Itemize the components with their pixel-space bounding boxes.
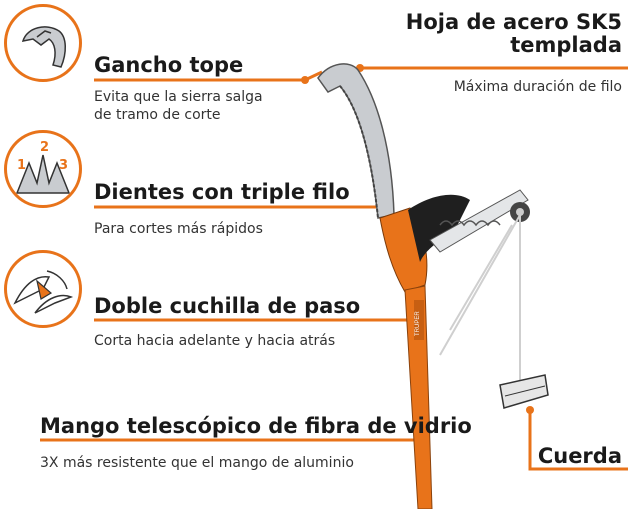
tooth-number-3: 3: [59, 158, 68, 173]
triple-teeth-icon: 1 2 3: [15, 140, 71, 194]
gancho-desc: Evita que la sierra salga de tramo de co…: [94, 89, 263, 124]
mango-desc: 3X más resistente que el mango de alumin…: [40, 455, 354, 471]
gancho-desc-line2: de tramo de corte: [94, 106, 221, 123]
tooth-number-1: 1: [17, 158, 26, 173]
tooth-number-2: 2: [40, 140, 49, 155]
gancho-title: Gancho tope: [94, 53, 244, 77]
double-blade-icon: [13, 270, 74, 314]
dientes-title: Dientes con triple filo: [94, 180, 350, 204]
hoja-title-line2: templada: [510, 33, 622, 57]
mango-title: Mango telescópico de fibra de vidrio: [40, 414, 472, 438]
hook-icon-circle: [4, 4, 82, 82]
dientes-desc: Para cortes más rápidos: [94, 221, 263, 237]
hoja-title: Hoja de acero SK5 templada: [406, 12, 622, 56]
brand-label: TRUPER: [415, 311, 421, 336]
doble-desc: Corta hacia adelante y hacia atrás: [94, 333, 336, 349]
hoja-desc: Máxima duración de filo: [453, 79, 622, 95]
gancho-desc-line1: Evita que la sierra salga: [94, 89, 263, 105]
cuerda-title: Cuerda: [537, 444, 622, 468]
hook-icon: [21, 26, 66, 68]
doble-title: Doble cuchilla de paso: [94, 294, 361, 318]
teeth-icon-circle: 1 2 3: [4, 130, 82, 208]
blade-icon-circle: [4, 250, 82, 328]
hoja-title-line1: Hoja de acero SK5: [405, 10, 622, 34]
